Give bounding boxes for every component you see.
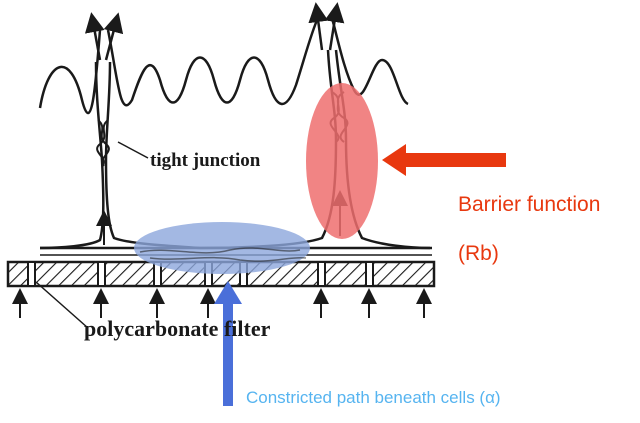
tight-junction-pointer [117, 141, 149, 159]
filter-pointer [35, 281, 89, 329]
barrier-arrow-head [382, 144, 406, 176]
arrow-top-right-a [308, 2, 329, 51]
arrow-top-left-a [84, 12, 105, 61]
barrier-function-label: Barrier function [458, 193, 601, 216]
constricted-arrow-shaft [223, 300, 233, 406]
barrier-arrow-shaft [402, 153, 506, 167]
arrow-top-left-b [103, 12, 124, 61]
polycarbonate-filter-label: polycarbonate filter [84, 316, 271, 341]
left-tight-junction-knot [96, 119, 110, 167]
constricted-arrow-head [214, 281, 242, 304]
constricted-path-label: Constricted path beneath cells (α) [246, 388, 501, 407]
filter-flow-arrows [12, 288, 432, 318]
constricted-path-highlight [134, 222, 310, 274]
tight-junction-label: tight junction [150, 150, 261, 171]
arrow-top-right-b [324, 2, 345, 51]
barrier-highlight [306, 83, 378, 239]
constricted-path-flow-lines [139, 247, 307, 262]
rb-label: (Rb) [458, 242, 499, 265]
